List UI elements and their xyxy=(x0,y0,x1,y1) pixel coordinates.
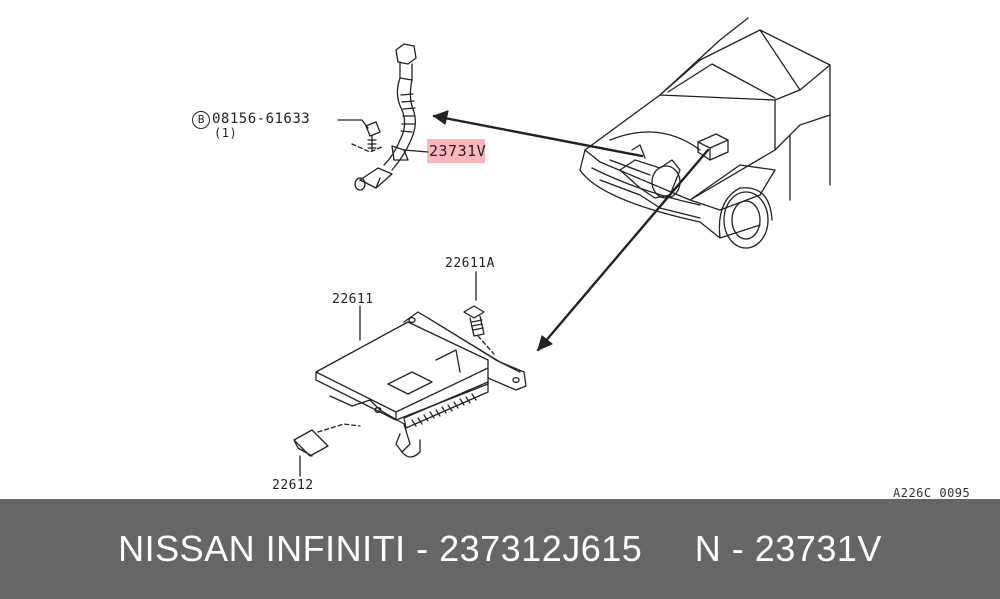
car-illustration xyxy=(579,17,831,249)
bolt-marker-circle: B xyxy=(192,111,210,129)
ecm-unit xyxy=(293,271,527,477)
ecm-part-number: 22611 xyxy=(332,292,374,307)
bracket-part-number: 22612 xyxy=(272,478,314,493)
crank-sensor-assembly xyxy=(337,43,429,191)
exploded-parts-diagram xyxy=(293,17,831,477)
sensor-part-highlight xyxy=(427,139,485,163)
bolt-quantity: (1) xyxy=(214,126,238,140)
part-info-banner: NISSAN INFINITI - 237312J615 N - 23731V xyxy=(0,499,1000,599)
arrows xyxy=(432,110,710,352)
sensor-part-number[interactable]: 23731V xyxy=(429,142,487,160)
ecm-bolt-part-number: 22611A xyxy=(445,256,495,271)
bolt-part-number: 08156-61633 xyxy=(212,111,311,127)
banner-text: NISSAN INFINITI - 237312J615 N - 23731V xyxy=(118,528,882,569)
diagram-reference-code: A226C 0095 xyxy=(893,486,971,500)
